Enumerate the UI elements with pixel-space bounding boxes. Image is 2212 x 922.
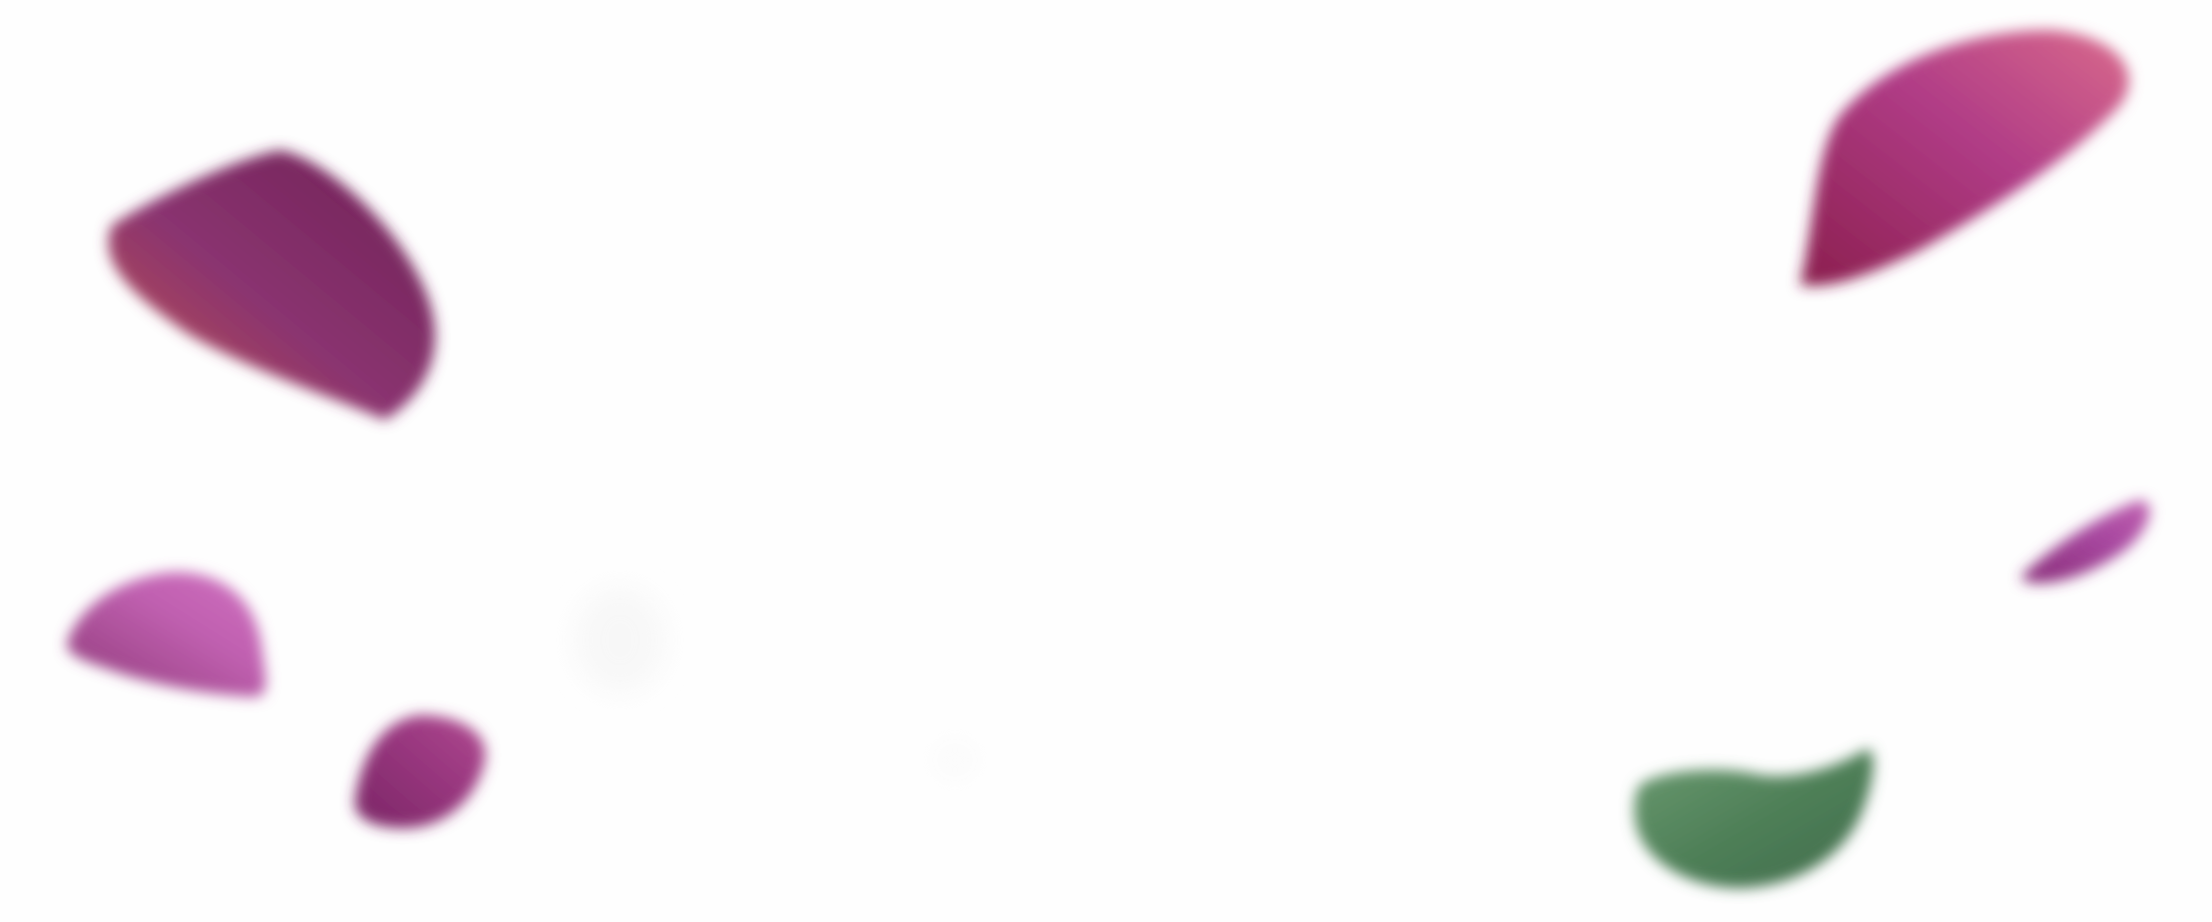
petal-right-small <box>2021 500 2150 584</box>
faint-ghost-petal <box>575 588 665 692</box>
faint-ghost-dot <box>937 744 973 776</box>
petal-top-right-large <box>1800 30 2129 286</box>
leaf-bottom-right-green <box>1634 749 1874 889</box>
petal-left-middle <box>66 572 266 697</box>
petal-left-bottom-small <box>354 715 486 829</box>
petal-top-left-large <box>108 150 436 420</box>
